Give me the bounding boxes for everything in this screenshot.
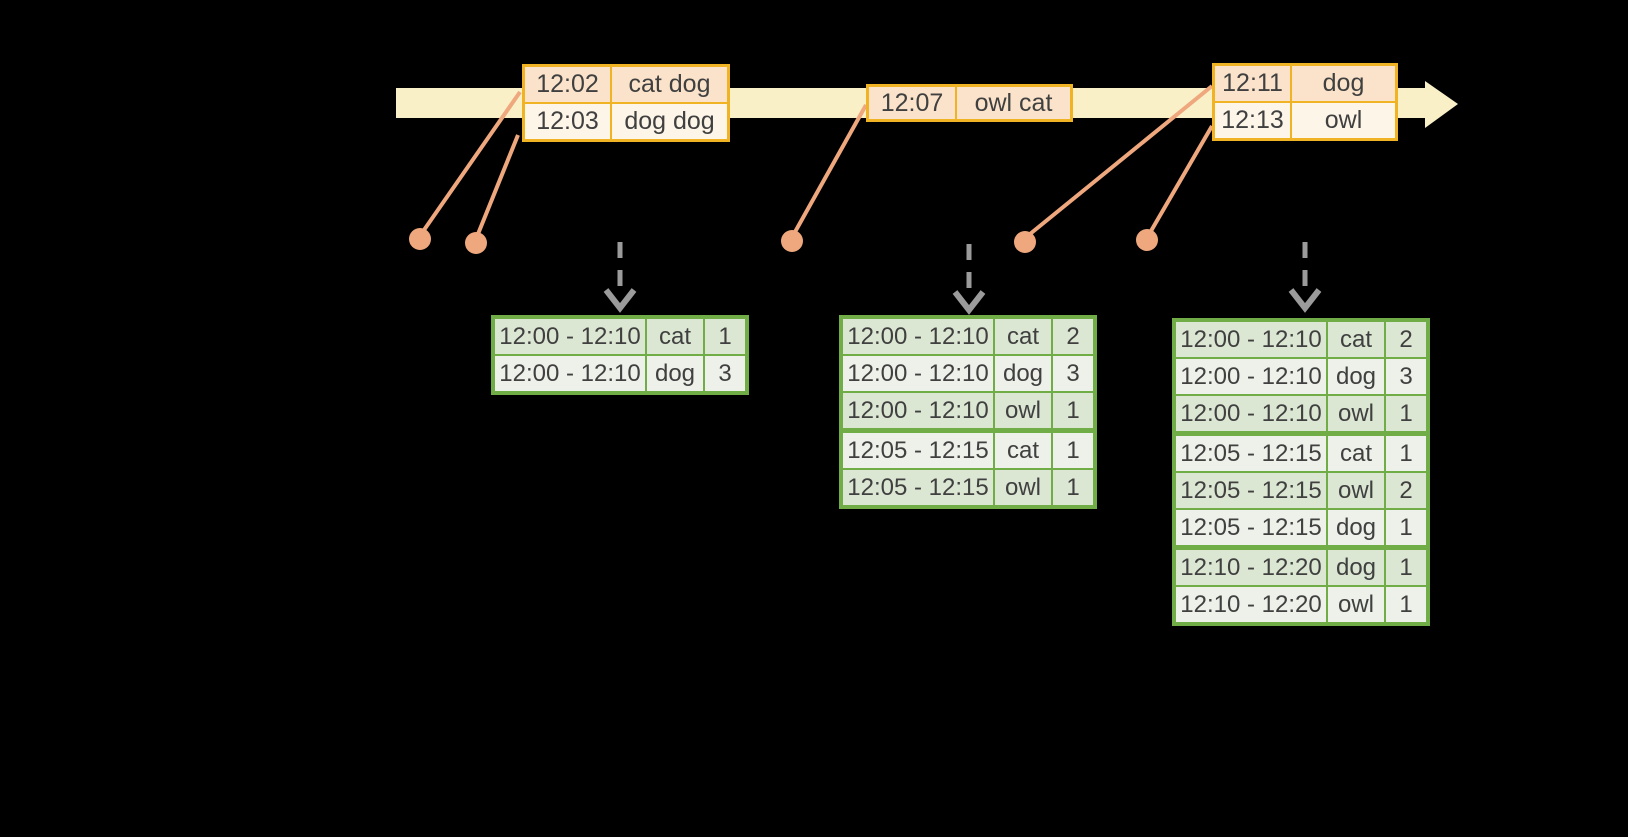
window-cell: 12:05 - 12:15	[1176, 473, 1326, 508]
word-cell: cat	[993, 433, 1051, 468]
event-time-cell: 12:13	[1215, 103, 1290, 138]
window-cell: 12:00 - 12:10	[843, 356, 993, 391]
word-cell: owl	[1326, 396, 1384, 431]
window-cell: 12:00 - 12:10	[843, 393, 993, 428]
event-row: 12:13 owl	[1215, 101, 1395, 138]
result-row: 12:05 - 12:15 dog 1	[1176, 508, 1426, 545]
event-pin-icon	[1136, 124, 1214, 251]
result-table-2: 12:00 - 12:10 cat 2 12:00 - 12:10 dog 3 …	[839, 315, 1097, 509]
result-row: 12:00 - 12:10 cat 2	[843, 319, 1093, 354]
count-cell: 1	[1384, 396, 1426, 431]
result-row: 12:00 - 12:10 dog 3	[495, 354, 745, 391]
event-row: 12:07 owl cat	[869, 87, 1070, 119]
event-batch-table-2: 12:07 owl cat	[866, 84, 1073, 122]
trigger-arrow-icon	[952, 244, 986, 315]
event-row: 12:03 dog dog	[525, 102, 727, 139]
event-words-cell: cat dog	[610, 67, 727, 102]
event-words-cell: dog dog	[610, 104, 727, 139]
result-row: 12:00 - 12:10 dog 3	[843, 354, 1093, 391]
count-cell: 1	[1384, 550, 1426, 585]
word-cell: cat	[645, 319, 703, 354]
word-cell: owl	[1326, 587, 1384, 622]
result-row: 12:05 - 12:15 owl 2	[1176, 471, 1426, 508]
count-cell: 2	[1384, 473, 1426, 508]
event-batch-table-3: 12:11 dog 12:13 owl	[1212, 63, 1398, 141]
word-cell: dog	[645, 356, 703, 391]
window-cell: 12:00 - 12:10	[843, 319, 993, 354]
result-row: 12:00 - 12:10 dog 3	[1176, 357, 1426, 394]
result-row: 12:05 - 12:15 owl 1	[843, 468, 1093, 505]
result-row: 12:05 - 12:15 cat 1	[843, 428, 1093, 468]
count-cell: 1	[1051, 433, 1093, 468]
count-cell: 1	[703, 319, 745, 354]
word-cell: dog	[1326, 359, 1384, 394]
trigger-arrow-icon	[1288, 242, 1322, 313]
event-pin-icon	[781, 104, 868, 252]
word-cell: cat	[1326, 436, 1384, 471]
result-row: 12:00 - 12:10 owl 1	[843, 391, 1093, 428]
count-cell: 1	[1384, 436, 1426, 471]
window-cell: 12:10 - 12:20	[1176, 550, 1326, 585]
event-time-cell: 12:11	[1215, 66, 1290, 101]
window-cell: 12:05 - 12:15	[1176, 436, 1326, 471]
event-time-cell: 12:07	[869, 87, 955, 119]
result-row: 12:00 - 12:10 cat 2	[1176, 322, 1426, 357]
window-cell: 12:05 - 12:15	[843, 470, 993, 505]
count-cell: 3	[1051, 356, 1093, 391]
word-cell: owl	[993, 393, 1051, 428]
result-row: 12:00 - 12:10 owl 1	[1176, 394, 1426, 431]
word-cell: cat	[1326, 322, 1384, 357]
word-cell: dog	[993, 356, 1051, 391]
count-cell: 1	[1051, 470, 1093, 505]
trigger-arrow-icon	[603, 242, 637, 313]
result-table-3: 12:00 - 12:10 cat 2 12:00 - 12:10 dog 3 …	[1172, 318, 1430, 626]
count-cell: 2	[1384, 322, 1426, 357]
count-cell: 3	[1384, 359, 1426, 394]
word-cell: dog	[1326, 550, 1384, 585]
count-cell: 1	[1051, 393, 1093, 428]
count-cell: 1	[1384, 510, 1426, 545]
result-row: 12:00 - 12:10 cat 1	[495, 319, 745, 354]
window-cell: 12:00 - 12:10	[1176, 396, 1326, 431]
result-row: 12:10 - 12:20 owl 1	[1176, 585, 1426, 622]
window-cell: 12:00 - 12:10	[495, 356, 645, 391]
word-cell: cat	[993, 319, 1051, 354]
event-pin-icon	[465, 134, 520, 254]
window-cell: 12:00 - 12:10	[1176, 359, 1326, 394]
window-cell: 12:05 - 12:15	[843, 433, 993, 468]
event-batch-table-1: 12:02 cat dog 12:03 dog dog	[522, 64, 730, 142]
event-pin-icon	[409, 90, 522, 250]
event-time-cell: 12:02	[525, 67, 610, 102]
event-time-cell: 12:03	[525, 104, 610, 139]
event-words-cell: owl	[1290, 103, 1395, 138]
result-row: 12:10 - 12:20 dog 1	[1176, 545, 1426, 585]
result-row: 12:05 - 12:15 cat 1	[1176, 431, 1426, 471]
count-cell: 1	[1384, 587, 1426, 622]
event-row: 12:11 dog	[1215, 66, 1395, 101]
count-cell: 3	[703, 356, 745, 391]
event-words-cell: owl cat	[955, 87, 1070, 119]
result-table-1: 12:00 - 12:10 cat 1 12:00 - 12:10 dog 3	[491, 315, 749, 395]
event-words-cell: dog	[1290, 66, 1395, 101]
window-cell: 12:00 - 12:10	[495, 319, 645, 354]
count-cell: 2	[1051, 319, 1093, 354]
word-cell: owl	[1326, 473, 1384, 508]
window-cell: 12:00 - 12:10	[1176, 322, 1326, 357]
window-cell: 12:05 - 12:15	[1176, 510, 1326, 545]
word-cell: dog	[1326, 510, 1384, 545]
window-cell: 12:10 - 12:20	[1176, 587, 1326, 622]
event-row: 12:02 cat dog	[525, 67, 727, 102]
word-cell: owl	[993, 470, 1051, 505]
